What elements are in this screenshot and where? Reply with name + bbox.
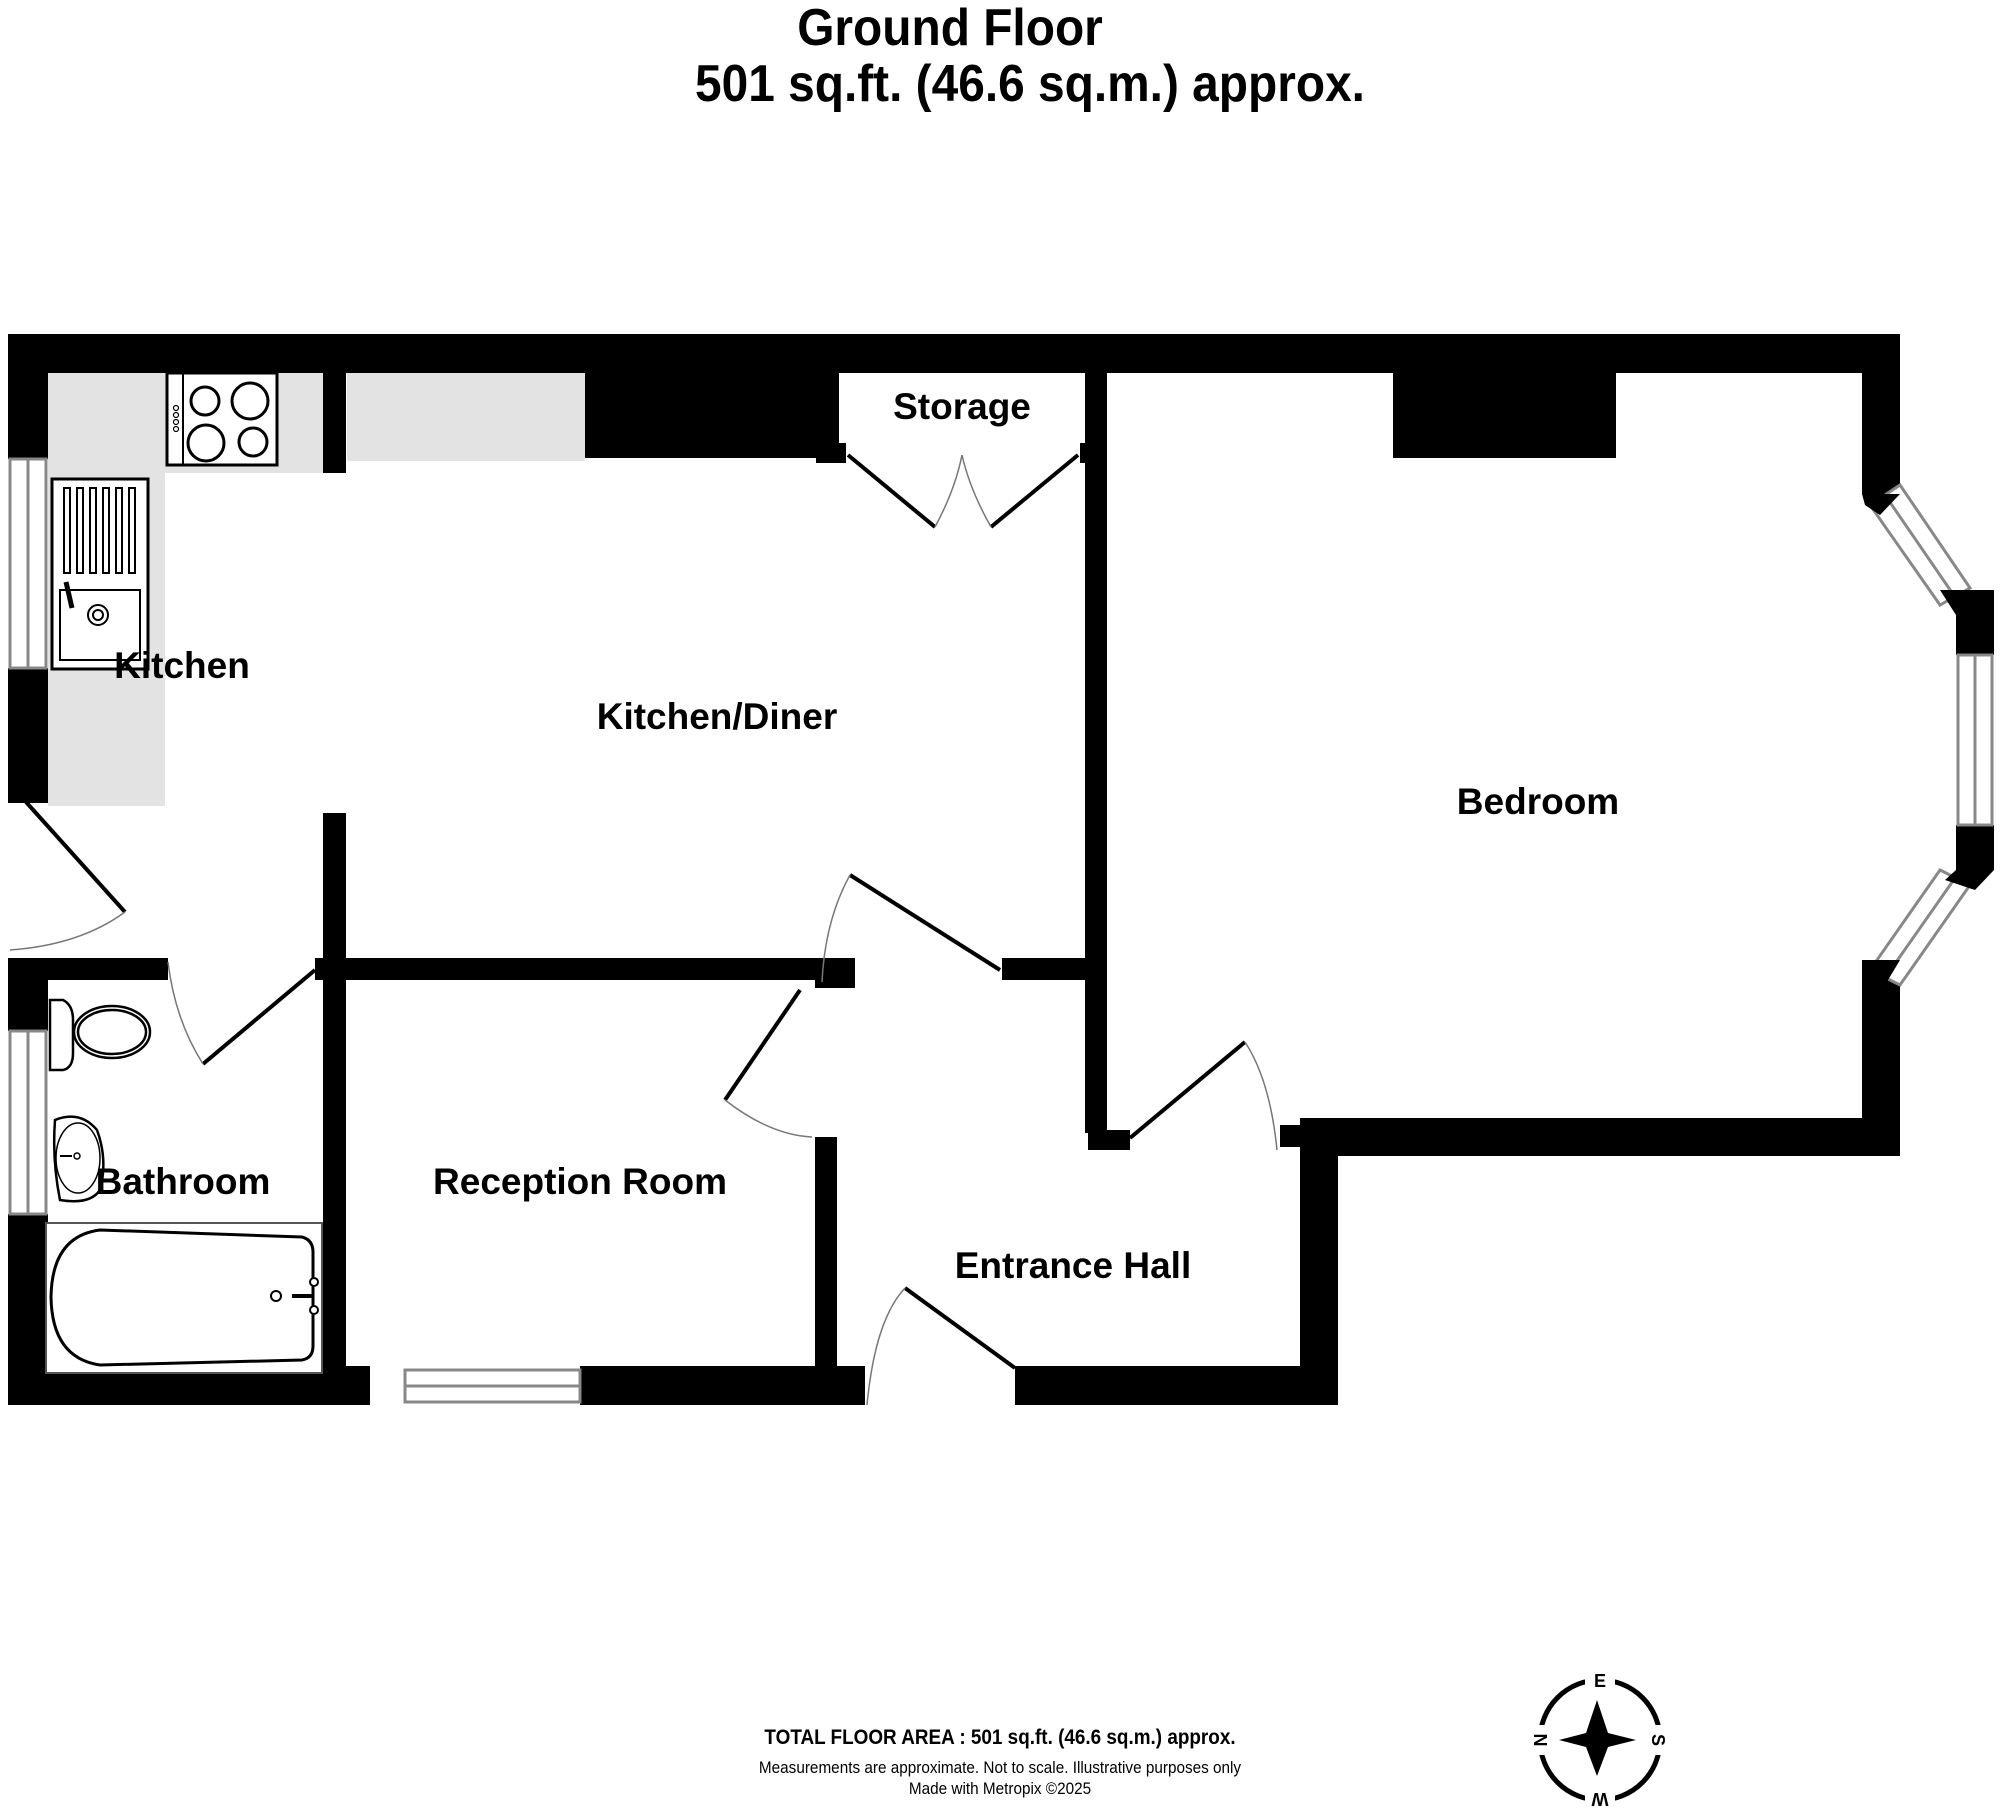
basin-icon bbox=[52, 1115, 105, 1203]
bay-window-posts bbox=[1862, 494, 1994, 985]
bath-icon bbox=[45, 1222, 323, 1374]
floor-area-subtitle: 501 sq.ft. (46.6 sq.m.) approx. bbox=[695, 55, 1365, 113]
walls bbox=[8, 334, 1994, 1405]
room-label-entrance-hall: Entrance Hall bbox=[954, 1245, 1192, 1286]
room-label-kitchen-diner: Kitchen/Diner bbox=[596, 696, 838, 737]
compass-east-label: E bbox=[1593, 1671, 1606, 1691]
compass-rose-icon bbox=[1533, 1673, 1667, 1807]
kitchen-sink-icon bbox=[50, 477, 150, 671]
total-floor-area: TOTAL FLOOR AREA : 501 sq.ft. (46.6 sq.m… bbox=[764, 1726, 1236, 1749]
disclaimer-text: Measurements are approximate. Not to sca… bbox=[758, 1758, 1242, 1777]
toilet-icon bbox=[48, 998, 152, 1072]
room-label-bathroom: Bathroom bbox=[95, 1161, 271, 1202]
doors bbox=[9, 453, 1278, 1406]
windows bbox=[8, 457, 1994, 1404]
room-label-kitchen: Kitchen bbox=[114, 645, 250, 686]
room-label-bedroom: Bedroom bbox=[1456, 781, 1620, 822]
made-with-credit: Made with Metropix ©2025 bbox=[908, 1779, 1092, 1798]
floor-title: Ground Floor bbox=[797, 0, 1103, 57]
room-label-reception-room: Reception Room bbox=[433, 1161, 727, 1202]
hob-icon bbox=[165, 371, 279, 467]
room-label-storage: Storage bbox=[893, 386, 1031, 427]
